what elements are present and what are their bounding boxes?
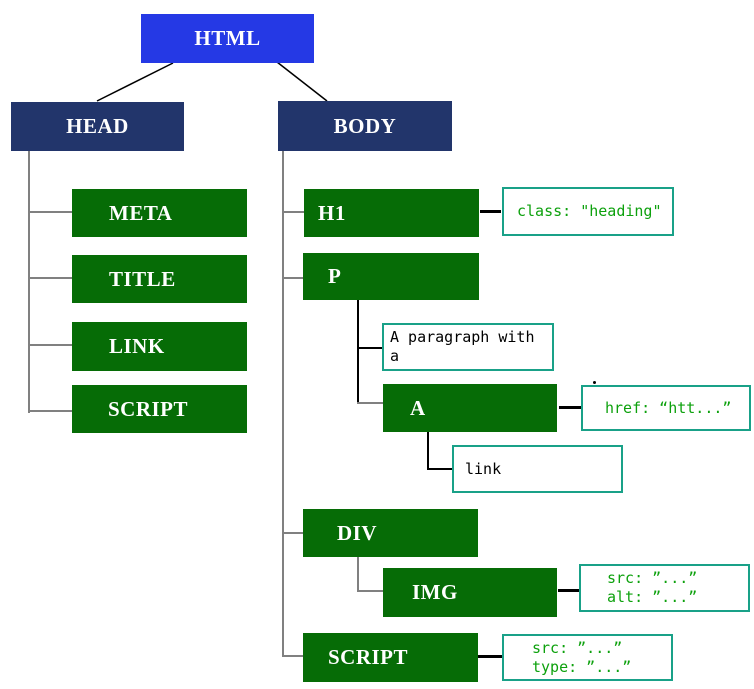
node-img: IMG — [383, 568, 557, 617]
note-img-src-alt: src: ”...” alt: ”...” — [579, 564, 750, 612]
connector-a-hrefnote — [559, 406, 581, 409]
connector-p-a — [357, 402, 383, 404]
node-h1: H1 — [304, 189, 479, 237]
connector-h1-classnote — [480, 210, 501, 213]
note-img-src-line: src: ”...” — [607, 569, 698, 587]
note-a-href: href: “htt...” — [581, 385, 751, 431]
node-html: HTML — [141, 14, 314, 63]
connector-body-p — [282, 277, 303, 279]
body-branch-vertical-line — [282, 151, 284, 657]
connector-div-img — [357, 590, 383, 592]
node-div-label: DIV — [337, 520, 378, 545]
node-link: LINK — [72, 322, 247, 371]
node-script-head: SCRIPT — [72, 385, 247, 433]
node-script-body-label: SCRIPT — [328, 645, 409, 669]
connector-head-link — [28, 344, 72, 346]
node-h1-label: H1 — [318, 200, 346, 225]
node-script-body: SCRIPT — [303, 633, 478, 682]
connector-script-scriptnote — [478, 655, 502, 658]
node-a-label: A — [410, 395, 426, 420]
connector-head-script — [28, 410, 72, 412]
node-head-label: HEAD — [66, 114, 129, 138]
div-branch-vertical-line — [357, 557, 359, 592]
textbox-link-text: link — [465, 459, 502, 478]
textbox-paragraph: A paragraph with a — [382, 323, 554, 371]
textbox-paragraph-text: A paragraph with a — [390, 328, 535, 365]
note-a-href-line1: href: “htt...” — [605, 398, 732, 417]
note-script-src-line: src: ”...” — [532, 638, 623, 657]
node-link-label: LINK — [109, 334, 165, 358]
ink-dot — [593, 381, 596, 384]
node-meta-label: META — [109, 200, 173, 225]
head-branch-vertical-line — [28, 151, 30, 413]
note-h1-class-line1: class: "heading" — [517, 202, 662, 220]
note-img-alt-line: alt: ”...” — [607, 588, 698, 606]
node-title: TITLE — [72, 255, 247, 303]
node-p-label: P — [328, 264, 342, 288]
connector-head-title — [28, 277, 72, 279]
node-a: A — [383, 384, 557, 432]
connector-body-div — [282, 532, 303, 534]
node-body-label: BODY — [333, 113, 397, 138]
connector-a-linktext — [427, 468, 452, 470]
node-p: P — [303, 253, 479, 300]
node-meta: META — [72, 189, 247, 237]
note-script-src-type: src: ”...” type: ”...” — [502, 634, 673, 681]
connector-p-paragraphtext — [357, 347, 382, 349]
node-head: HEAD — [11, 102, 184, 151]
p-branch-vertical-line — [357, 300, 359, 404]
a-branch-vertical-line — [427, 432, 429, 470]
textbox-link: link — [452, 445, 623, 493]
connector-body-script — [282, 655, 303, 657]
connector-img-srcaltnote — [558, 589, 579, 592]
note-script-type-line: type: ”...” — [532, 657, 632, 676]
node-body: BODY — [278, 101, 452, 151]
connector-head-meta — [28, 211, 72, 213]
note-h1-class: class: "heading" — [502, 187, 674, 236]
node-title-label: TITLE — [109, 266, 176, 291]
node-script-head-label: SCRIPT — [108, 396, 189, 421]
node-div: DIV — [303, 509, 478, 557]
connector-body-h1 — [282, 211, 304, 213]
node-img-label: IMG — [412, 580, 458, 604]
node-html-label: HTML — [194, 26, 261, 50]
